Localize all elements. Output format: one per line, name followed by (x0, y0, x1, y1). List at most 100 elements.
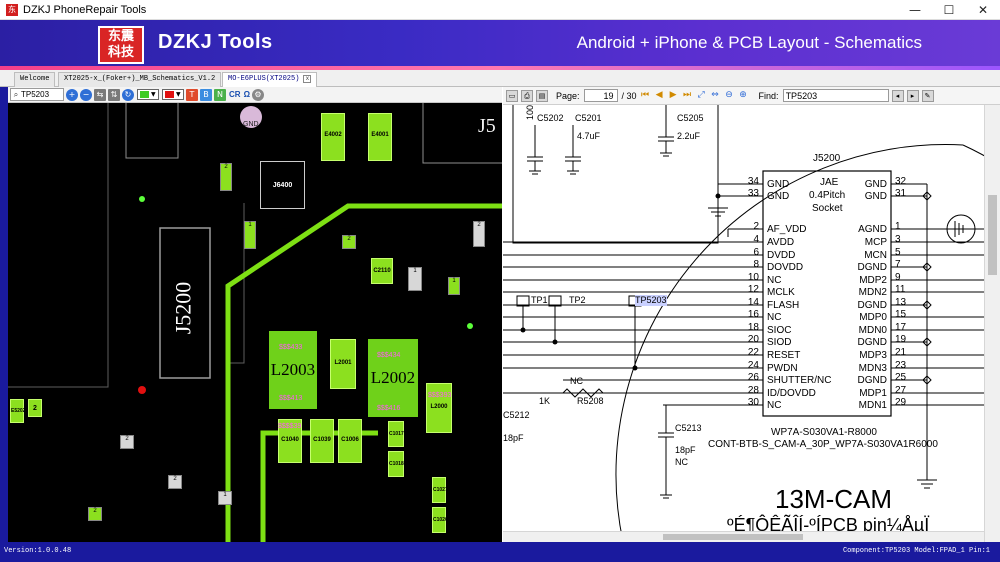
pad-e4001[interactable]: E4001 (368, 113, 392, 161)
scroll-thumb[interactable] (988, 195, 997, 275)
tab-label: MO-E6PLUS(XT2025) (228, 75, 300, 83)
testpoint-tp1[interactable]: TP1 (531, 295, 548, 305)
gray-component[interactable]: 1 (408, 267, 422, 291)
scroll-thumb[interactable] (663, 534, 803, 540)
inductor-l2002[interactable]: L2002 (368, 339, 418, 417)
tab-welcome[interactable]: Welcome (14, 72, 56, 87)
resistor-ref: R5208 (577, 396, 604, 406)
page-label: Page: (556, 90, 580, 101)
net-icon[interactable]: N (214, 88, 226, 101)
highlight-color-select[interactable]: ▼ (162, 89, 184, 100)
cap-c1027[interactable]: C1027 (432, 477, 448, 503)
save-icon[interactable]: ▤ (536, 89, 548, 102)
pcb-search-box[interactable]: ⌕ (10, 88, 64, 101)
find-input[interactable] (782, 89, 889, 102)
gray-component[interactable]: 2 (473, 221, 485, 247)
maximize-button[interactable]: ☐ (943, 3, 955, 17)
pin-name: MDN3 (858, 363, 887, 374)
part-label: C1006 (341, 437, 359, 443)
tab-close-icon[interactable]: x (303, 75, 312, 83)
pin-name: SIOC (767, 325, 792, 336)
cap-ref: C5202 (537, 113, 564, 123)
trace-color-select[interactable]: ▼ (137, 89, 159, 100)
horizontal-scrollbar[interactable] (503, 531, 984, 542)
cap-value: 18pF (503, 433, 524, 443)
tab-schematic-file[interactable]: XT2025-x_(Foker+)_MB_Schematics_V1.2 (58, 72, 222, 87)
green-component[interactable]: 2 (342, 235, 356, 249)
zoom-in-icon[interactable]: ⊕ (739, 90, 747, 100)
layer-top-icon[interactable]: T (186, 88, 198, 101)
prev-page-icon[interactable]: ◀ (655, 90, 663, 100)
layer-bottom-icon[interactable]: B (200, 88, 212, 101)
page-number-input[interactable] (583, 89, 618, 102)
pad-number: 2 (93, 508, 97, 514)
resistor-pad[interactable]: 1 (244, 221, 256, 249)
gray-component[interactable]: 1 (218, 491, 232, 505)
gray-component[interactable]: 2 (168, 475, 182, 489)
schematic-view[interactable]: 100 C5202 C5201 4.7uF C5205 2.2uF J5200 … (503, 105, 1000, 542)
next-page-icon[interactable]: ▶ (669, 90, 677, 100)
settings-icon[interactable]: ⚙ (251, 88, 264, 101)
pad-e5202[interactable]: E5202 (10, 399, 26, 423)
rotate-icon[interactable]: ↻ (122, 88, 134, 101)
flip-icon[interactable]: ⇅ (108, 88, 120, 101)
gray-component[interactable]: 2 (120, 435, 134, 449)
inductor-l2000[interactable]: L2000 (426, 383, 452, 433)
fit-width-icon[interactable]: ⇔ (711, 90, 719, 100)
testpoint-tp2[interactable]: TP2 (569, 295, 586, 305)
pin-name: DGND (857, 375, 887, 386)
vertical-scrollbar[interactable] (984, 105, 1000, 542)
connector-j5200[interactable]: J5200 (165, 268, 201, 348)
part-label: E5202 (11, 408, 26, 414)
cap-c1017[interactable]: C1017 (388, 421, 404, 447)
pcb-board-view[interactable]: J5200 L2003 L2002 J6400 E4002 E4001 C211… (8, 103, 502, 542)
find-next-icon[interactable]: ▸ (906, 89, 919, 102)
zoom-in-icon[interactable]: + (66, 88, 78, 101)
resistor-pad[interactable]: 2 (220, 163, 232, 191)
fit-page-icon[interactable]: ⤢ (697, 90, 705, 100)
mirror-icon[interactable]: ⇆ (94, 88, 106, 101)
banner-tagline: Android + iPhone & PCB Layout - Schemati… (576, 33, 922, 52)
open-file-icon[interactable]: ▭ (506, 89, 518, 102)
green-component[interactable]: 1 (448, 277, 460, 295)
highlight-icon[interactable]: ✎ (921, 89, 934, 102)
pin-name: NC (767, 275, 782, 286)
cap-c1039[interactable]: C1039 (310, 419, 334, 463)
inductor-l2001[interactable]: L2001 (330, 339, 356, 389)
find-prev-icon[interactable]: ◂ (891, 89, 904, 102)
cap-c2110[interactable]: C2110 (371, 258, 393, 284)
inductor-l2003[interactable]: L2003 (269, 331, 317, 409)
close-button[interactable]: ✕ (977, 3, 989, 17)
pad-small[interactable]: 2 (28, 399, 42, 417)
testpoint-tp5203[interactable]: TP5203 (635, 295, 667, 306)
zoom-out-icon[interactable]: − (80, 88, 92, 101)
cap-c1018[interactable]: C1018 (388, 451, 404, 477)
part-label: C1026 (433, 517, 448, 523)
part-label: E4001 (371, 132, 389, 138)
last-page-icon[interactable]: ⏭ (682, 90, 692, 100)
cap-c1026[interactable]: C1026 (432, 507, 448, 533)
brand-logo: 东震 科技 (98, 26, 144, 64)
pin-name: FLASH (767, 300, 800, 311)
connector-j6400[interactable]: J6400 (260, 161, 305, 209)
nc-label: NC (570, 376, 583, 386)
cr-button[interactable]: CR (229, 90, 241, 99)
zoom-out-icon[interactable]: ⊖ (725, 90, 733, 100)
minimize-button[interactable]: — (909, 3, 921, 17)
pin-number: 15 (895, 309, 907, 320)
pcb-search-input[interactable] (21, 90, 61, 99)
cap-value: 100 (525, 105, 536, 121)
cap-c1040[interactable]: C1040 (278, 419, 302, 463)
ohm-button[interactable]: Ω (243, 90, 250, 99)
pad-e4002[interactable]: E4002 (321, 113, 345, 161)
pin-number: 11 (895, 284, 906, 295)
first-page-icon[interactable]: ⏮ (640, 90, 650, 100)
right-pin-lines (891, 183, 1000, 489)
pin-number: 21 (895, 347, 907, 358)
tab-board-file[interactable]: MO-E6PLUS(XT2025)x (222, 72, 318, 87)
green-component[interactable]: 2 (88, 507, 102, 521)
print-icon[interactable]: ⎙ (521, 89, 533, 102)
cap-c1006[interactable]: C1006 (338, 419, 362, 463)
pin-number: 25 (895, 372, 907, 383)
